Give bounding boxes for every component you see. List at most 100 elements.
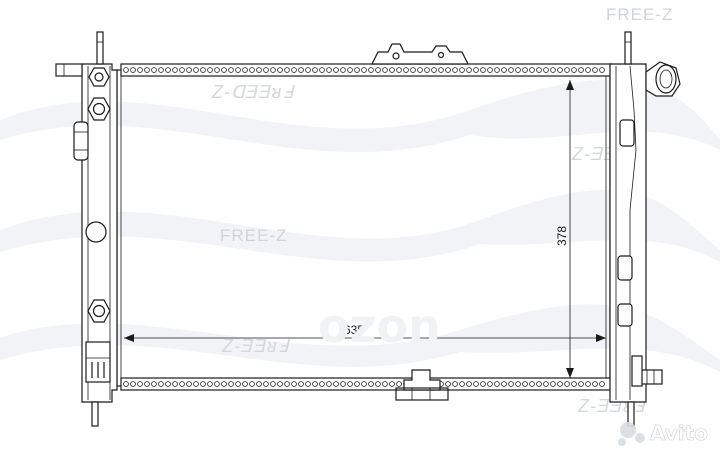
bottom-tube-opening <box>270 381 276 387</box>
bottom-tube-opening <box>375 381 381 387</box>
bottom-tube-opening <box>368 381 374 387</box>
bottom-tube-opening <box>536 381 542 387</box>
top-tube-opening <box>305 67 311 73</box>
bottom-tube-opening <box>158 381 164 387</box>
bottom-tube-opening <box>529 381 535 387</box>
bottom-tube-opening <box>550 381 556 387</box>
height-dimension-label: 378 <box>555 226 569 246</box>
top-tube-opening <box>417 67 423 73</box>
top-tube-opening <box>249 67 255 73</box>
bottom-tube-opening <box>389 381 395 387</box>
bottom-tube-opening <box>186 381 192 387</box>
top-tube-opening <box>599 67 605 73</box>
top-tube-opening <box>452 67 458 73</box>
bottom-tube-opening <box>123 381 129 387</box>
bottom-tube-opening <box>200 381 206 387</box>
bottom-tube-opening <box>473 381 479 387</box>
bottom-tube-opening <box>235 381 241 387</box>
top-tube-opening <box>151 67 157 73</box>
top-tube-opening <box>228 67 234 73</box>
left-inlet-stub <box>55 63 83 77</box>
top-tube-opening <box>550 67 556 73</box>
bottom-tube-opening <box>571 381 577 387</box>
bottom-tube-opening <box>277 381 283 387</box>
top-tube-opening <box>144 67 150 73</box>
bottom-tube-opening <box>452 381 458 387</box>
bottom-tube-opening <box>445 381 451 387</box>
top-tube-opening <box>459 67 465 73</box>
bottom-tube-opening <box>487 381 493 387</box>
bottom-tube-opening <box>228 381 234 387</box>
top-tube-opening <box>501 67 507 73</box>
top-tube-opening <box>221 67 227 73</box>
bottom-tube-opening <box>305 381 311 387</box>
bottom-tube-opening <box>207 381 213 387</box>
top-tube-opening <box>347 67 353 73</box>
bottom-tube-opening <box>494 381 500 387</box>
bottom-tube-opening <box>585 381 591 387</box>
bottom-tube-opening <box>221 381 227 387</box>
bottom-tube-opening <box>515 381 521 387</box>
top-tube-opening <box>284 67 290 73</box>
slanted-watermark-1: Z-ᗡƎƎᴚℲ <box>211 82 295 102</box>
top-tube-opening <box>137 67 143 73</box>
top-tube-opening <box>235 67 241 73</box>
top-tube-opening <box>389 67 395 73</box>
bottom-tube-opening <box>172 381 178 387</box>
top-tube-opening <box>382 67 388 73</box>
top-tube-opening <box>193 67 199 73</box>
bottom-tube-opening <box>543 381 549 387</box>
bottom-tube-opening <box>144 381 150 387</box>
wave-watermark <box>0 79 720 372</box>
width-dimension-label: 635 <box>344 323 364 337</box>
slanted-watermark-3: Z-ƎƎᴚℲ <box>221 336 291 356</box>
bottom-tube-opening <box>179 381 185 387</box>
top-tube-opening <box>263 67 269 73</box>
top-tube-opening <box>585 67 591 73</box>
left-bottom-mounting-pin <box>91 401 99 427</box>
bottom-tube-opening <box>592 381 598 387</box>
top-tube-opening <box>494 67 500 73</box>
top-tube-opening <box>403 67 409 73</box>
top-tube-opening <box>445 67 451 73</box>
bottom-tube-opening <box>347 381 353 387</box>
top-tube-opening <box>361 67 367 73</box>
bottom-tube-opening <box>382 381 388 387</box>
bottom-tube-opening <box>333 381 339 387</box>
bottom-tube-opening <box>564 381 570 387</box>
bottom-tube-opening <box>242 381 248 387</box>
top-tube-opening <box>326 67 332 73</box>
top-mounting-bracket <box>371 43 469 65</box>
bottom-tube-opening <box>466 381 472 387</box>
bottom-tube-opening <box>193 381 199 387</box>
bottom-tube-opening <box>137 381 143 387</box>
top-tube-opening <box>529 67 535 73</box>
width-dimension: 635 <box>124 323 606 342</box>
top-tube-opening <box>277 67 283 73</box>
bottom-tube-opening <box>326 381 332 387</box>
top-tube-opening <box>172 67 178 73</box>
top-tube-opening <box>368 67 374 73</box>
top-tube-opening <box>557 67 563 73</box>
drain-tap <box>631 355 663 387</box>
bottom-tube-opening <box>578 381 584 387</box>
bottom-tube-opening <box>319 381 325 387</box>
bottom-tank <box>120 377 613 391</box>
bottom-tube-opening <box>151 381 157 387</box>
top-tube-opening <box>564 67 570 73</box>
sensor-housing <box>73 121 89 161</box>
bottom-tube-opening <box>354 381 360 387</box>
avito-logo: Avito <box>650 421 708 445</box>
top-tube-opening <box>431 67 437 73</box>
top-tube-opening <box>473 67 479 73</box>
brand-watermark-top: FREE-Z <box>606 5 673 24</box>
bottom-mounting-bracket <box>395 369 449 401</box>
right-top-mounting-pin <box>624 31 632 65</box>
bottom-tube-opening <box>459 381 465 387</box>
top-tube-opening <box>487 67 493 73</box>
bottom-tube-opening <box>340 381 346 387</box>
bottom-tube-opening <box>291 381 297 387</box>
bottom-tube-opening <box>361 381 367 387</box>
top-tube-opening <box>165 67 171 73</box>
